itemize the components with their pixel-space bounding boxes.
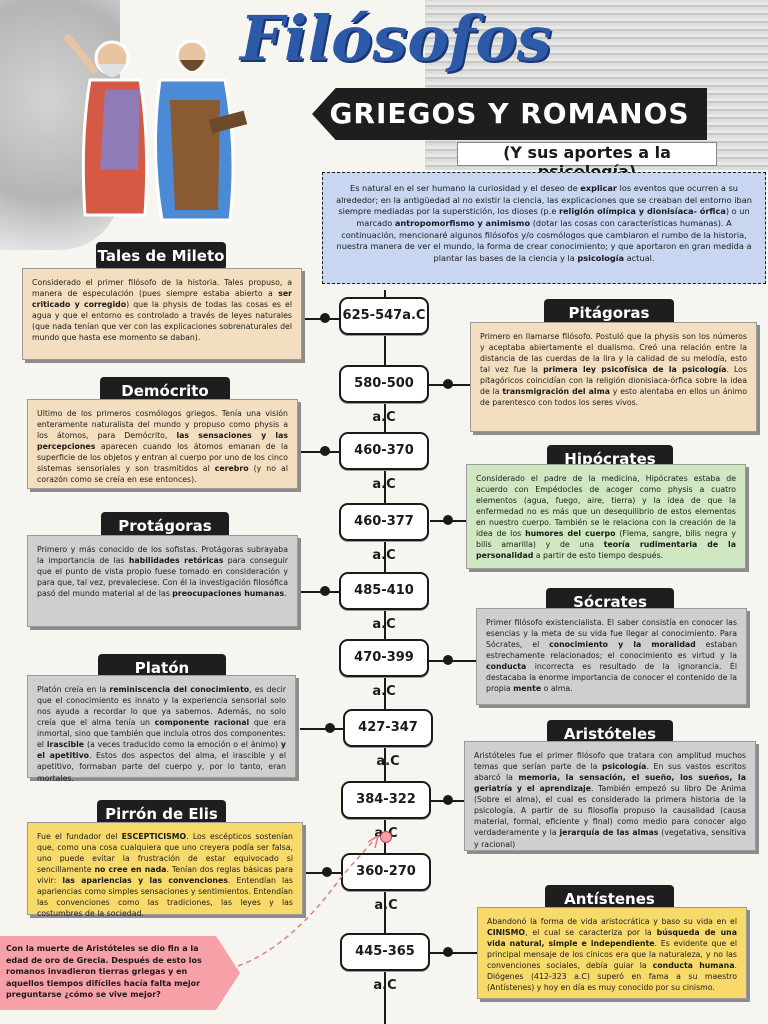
date-democrito: 460-370 a.C — [339, 432, 429, 492]
date-platon: 427-347 a.C — [343, 709, 433, 769]
box-protagoras: Primero y más conocido de los sofistas. … — [27, 535, 298, 627]
timeline-dot — [443, 379, 453, 389]
philosophers-illustration — [64, 34, 248, 222]
date-pitagoras: 580-500 a.C — [339, 365, 429, 425]
date-antistenes: 445-365 a.C — [340, 933, 430, 993]
timeline-dot — [443, 795, 453, 805]
box-tales: Considerado el primer filósofo de la his… — [22, 268, 302, 360]
label-tales: Tales de Mileto — [96, 242, 226, 270]
date-socrates: 470-399 a.C — [339, 639, 429, 699]
connector — [430, 952, 477, 954]
box-platon: Platón creía en la reminiscencia del con… — [27, 675, 296, 783]
timeline-dot — [443, 655, 453, 665]
date-aristoteles: 384-322 a.C — [341, 781, 431, 841]
date-pirron: 360-270 a.C — [341, 853, 431, 913]
box-socrates: Primer filósofo existencialista. El sabe… — [476, 608, 747, 705]
title-banner: GRIEGOS Y ROMANOS — [312, 88, 707, 140]
page-subtitle: (Y sus aportes a la psicología) — [457, 142, 717, 181]
box-aristoteles: Aristóteles fue el primer filósofo que t… — [464, 741, 756, 851]
timeline-dot — [322, 867, 332, 877]
box-pirron: Fue el fundador del ESCEPTICISMO. Los es… — [27, 822, 303, 918]
timeline-dot — [443, 515, 453, 525]
date-protagoras: 485-410 a.C — [339, 572, 429, 632]
page-title: Filósofos — [240, 2, 552, 75]
timeline-dot — [320, 446, 330, 456]
connector — [300, 728, 345, 730]
dashed-arrow-icon — [237, 836, 379, 967]
note-roman-era: Con la muerte de Aristóteles se dio fin … — [0, 936, 240, 1010]
box-hipocrates: Considerado el padre de la medicina, Hip… — [466, 464, 746, 569]
aristotle-figure-icon — [153, 39, 248, 222]
connector — [300, 872, 342, 874]
newspaper-texture — [425, 0, 768, 170]
box-democrito: Ultimo de los primeros cosmólogos griego… — [27, 399, 298, 489]
aristoteles-death-marker — [380, 831, 392, 843]
box-pitagoras: Primero en llamarse filósofo. Postuló qu… — [470, 322, 757, 432]
timeline-dot — [320, 313, 330, 323]
date-tales: 625-547a.C — [339, 297, 429, 335]
timeline-dot — [320, 586, 330, 596]
intro-text: Es natural en el ser humano la curiosida… — [322, 172, 766, 284]
date-hipocrates: 460-377 a.C — [339, 503, 429, 563]
box-antistenes: Abandonó la forma de vida aristocrática … — [477, 907, 747, 999]
plato-figure-icon — [64, 34, 149, 217]
timeline-dot — [443, 947, 453, 957]
timeline-dot — [325, 723, 335, 733]
